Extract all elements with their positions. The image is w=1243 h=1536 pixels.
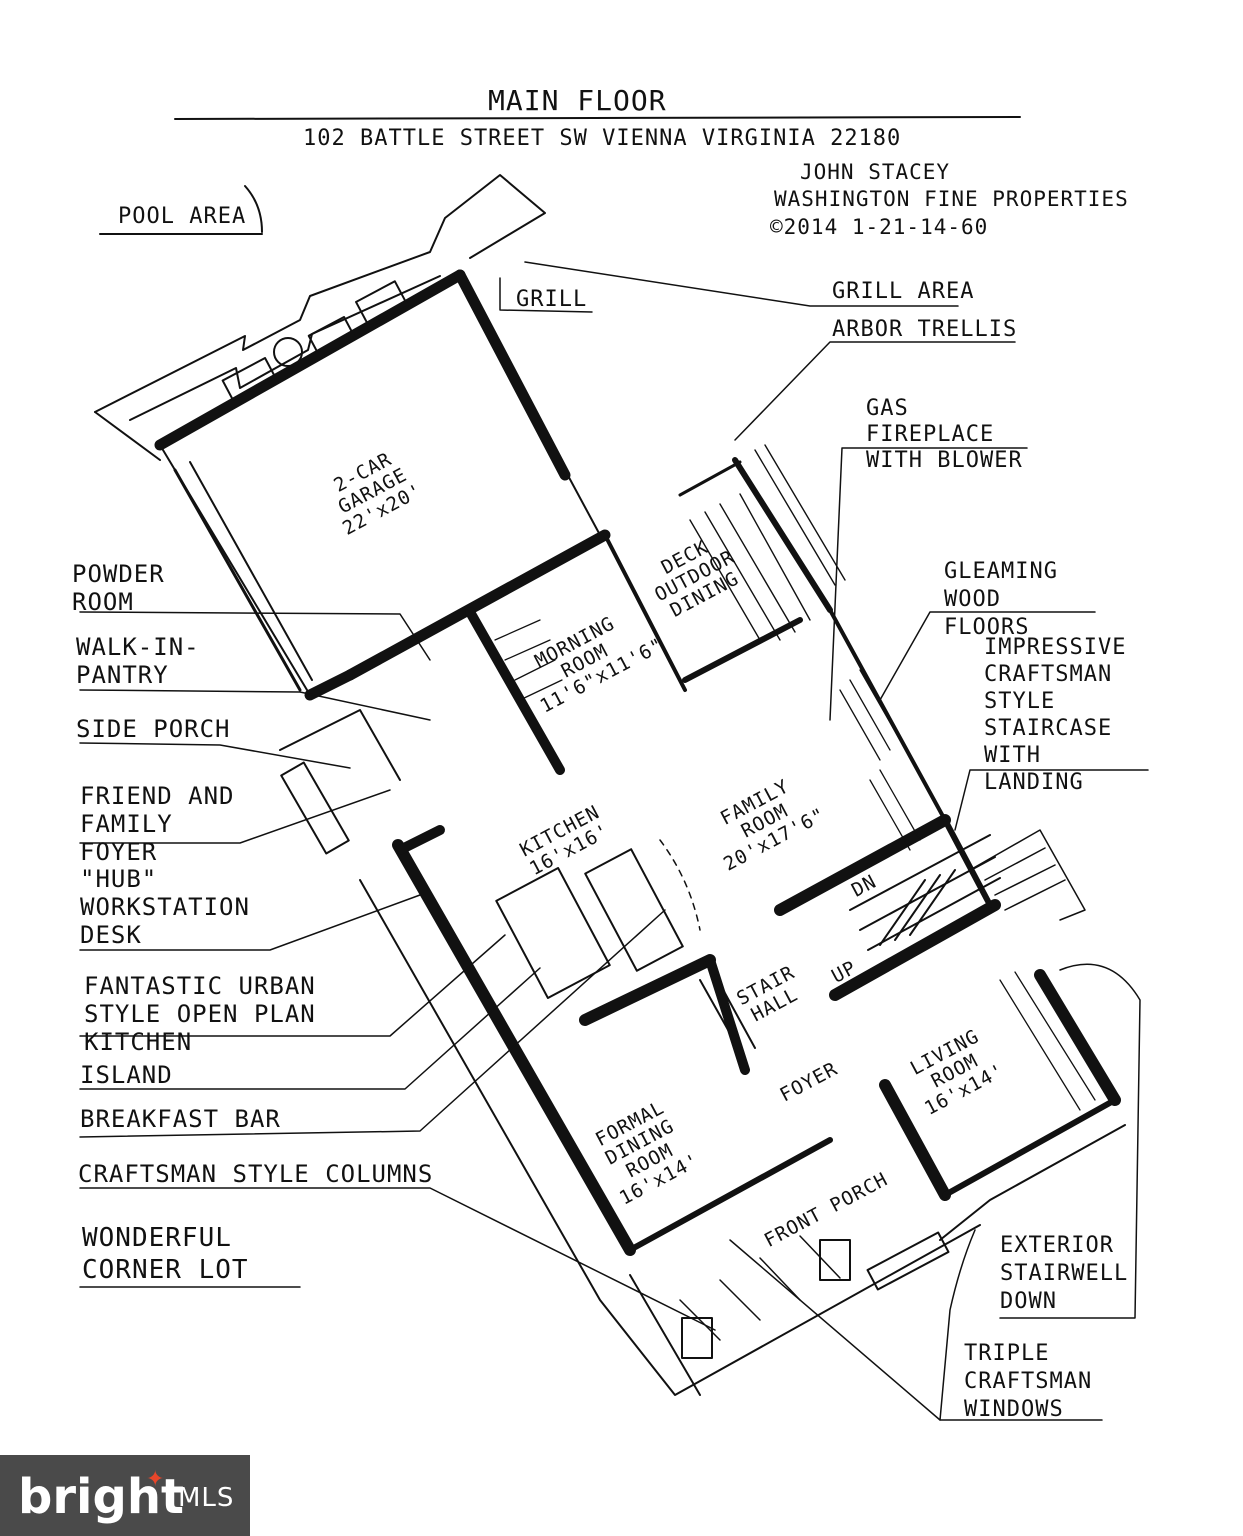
- callout-grill: GRILL: [516, 287, 588, 312]
- logo-mls-text: MLS: [178, 1483, 235, 1513]
- callout-triple-windows: TRIPLE CRAFTSMAN WINDOWS: [964, 1341, 1093, 1422]
- callout-friend-family-foyer: FRIEND AND FAMILY FOYER: [80, 782, 235, 866]
- logo-wordmark: bright: [18, 1469, 184, 1525]
- staircase: [699, 834, 1001, 1061]
- callout-pool-area: POOL AREA: [118, 204, 247, 229]
- house-walls: [344, 529, 1121, 1256]
- title-underline: [174, 116, 1021, 120]
- callout-leaders-right: [499, 261, 1149, 1421]
- company-name: WASHINGTON FINE PROPERTIES: [774, 187, 1129, 211]
- exterior-stairwell: [969, 829, 1086, 921]
- callout-open-plan-kitchen: FANTASTIC URBAN STYLE OPEN PLAN KITCHEN: [84, 972, 316, 1056]
- callout-corner-lot: WONDERFUL CORNER LOT: [82, 1223, 249, 1285]
- callout-powder-room: POWDER ROOM: [72, 560, 165, 616]
- callout-island: ISLAND: [80, 1061, 173, 1089]
- callout-craftsman-staircase: IMPRESSIVE CRAFTSMAN STYLE STAIRCASE WIT…: [984, 635, 1127, 795]
- property-address: 102 BATTLE STREET SW VIENNA VIRGINIA 221…: [303, 126, 902, 151]
- callout-exterior-stairwell: EXTERIOR STAIRWELL DOWN: [1000, 1233, 1129, 1314]
- callout-breakfast-bar: BREAKFAST BAR: [80, 1105, 281, 1133]
- deck-hatch: [678, 444, 846, 641]
- page-title: MAIN FLOOR: [488, 84, 667, 117]
- breakfast-bar-shape: [584, 848, 684, 972]
- callout-gas-fireplace: GAS FIREPLACE WITH BLOWER: [866, 396, 1023, 473]
- copyright-line: ©2014 1-21-14-60: [770, 215, 989, 239]
- foundation-outline: [359, 879, 981, 1396]
- site-outline: [94, 174, 546, 413]
- bright-mls-logo: bright ✦ MLS: [0, 1455, 250, 1536]
- callout-craftsman-columns: CRAFTSMAN STYLE COLUMNS: [78, 1160, 434, 1188]
- callout-grill-area: GRILL AREA: [832, 279, 975, 304]
- callout-side-porch: SIDE PORCH: [76, 715, 231, 743]
- callout-walk-in-pantry: WALK-IN-PANTRY: [76, 633, 200, 689]
- author-name: JOHN STACEY: [800, 160, 951, 184]
- callout-hub-workstation-desk: "HUB" WORKSTATION DESK: [80, 865, 250, 949]
- callout-arbor-trellis: ARBOR TRELLIS: [832, 317, 1018, 342]
- callout-leaders-left: [79, 611, 716, 1331]
- callout-wood-floors: GLEAMING WOOD FLOORS: [944, 559, 1058, 640]
- wood-floor-hatch: [494, 619, 1096, 1111]
- island-shape: [495, 867, 611, 999]
- logo-spark-icon: ✦: [146, 1467, 165, 1492]
